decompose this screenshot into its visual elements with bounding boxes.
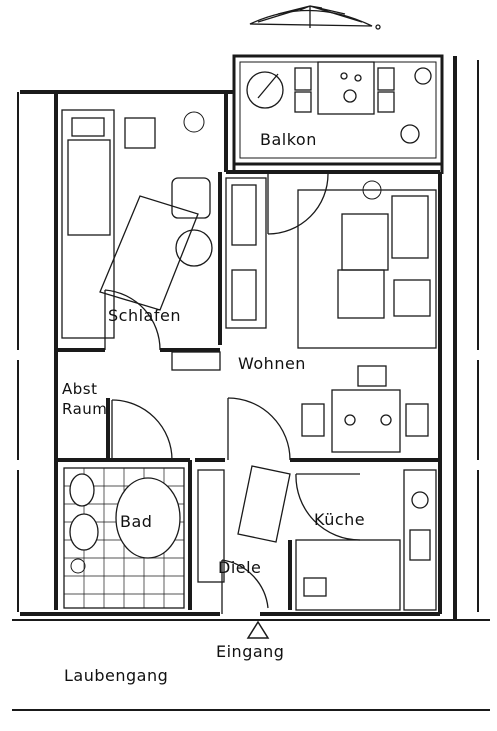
plant-icon [70,111,382,574]
bedroom-furniture [61,109,221,371]
room-label-raum: Raum [62,400,108,418]
room-label-kueche: Küche [314,510,366,529]
room-label-diele: Diele [218,558,262,577]
room-label-laubengang: Laubengang [64,666,169,685]
room-label-abst: Abst [62,380,98,398]
hall-door [227,397,291,461]
neighbor-walls [12,60,490,711]
room-label-eingang: Eingang [216,642,285,661]
hall-furniture [197,465,291,583]
walls [20,56,457,620]
entrance-door [221,559,269,614]
room-label-balkon: Balkon [260,130,317,149]
balcony-outline [232,54,444,174]
entrance-arrow-icon [246,620,270,639]
balcony-door [267,173,329,235]
kitchen-counters [295,469,437,611]
storage-door [111,399,173,461]
dining-table [301,365,429,453]
bathroom-fixtures [63,467,185,609]
balcony-furniture [246,61,432,144]
parasol-icon [249,5,381,30]
room-label-bad: Bad [120,512,153,531]
room-label-wohnen: Wohnen [238,354,306,373]
kitchen-door [295,473,361,541]
living-sofa-set [297,189,437,349]
living-storage [225,177,267,329]
room-label-schlafen: Schlafen [108,306,181,325]
bedroom-door [104,289,161,351]
